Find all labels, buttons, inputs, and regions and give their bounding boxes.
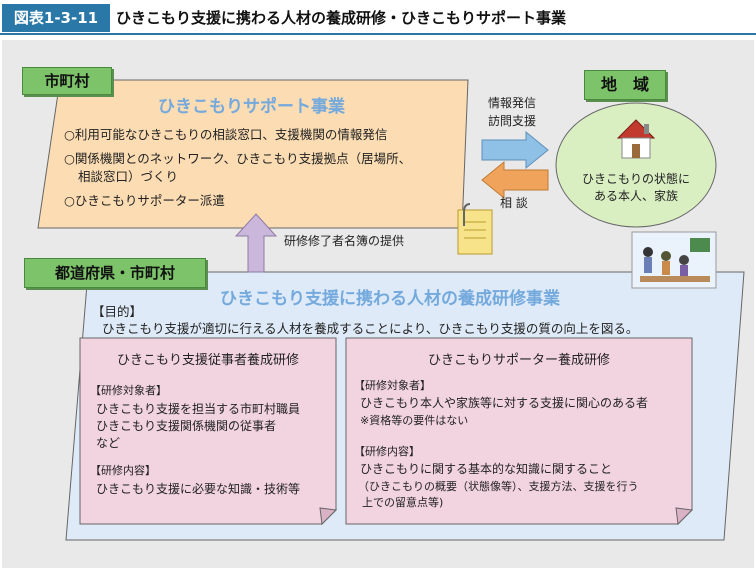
prefecture-tag: 都道府県・市町村 — [24, 258, 206, 288]
label-roster-provision: 研修修了者名簿の提供 — [284, 234, 405, 248]
right-target-heading: 【研修対象者】 — [354, 379, 431, 392]
right-target-1: ひきこもり本人や家族等に対する支援に関心のある者 — [360, 396, 649, 410]
region-tag: 地 域 — [584, 70, 666, 100]
training-class-icon — [631, 231, 717, 289]
left-card-title: ひきこもり支援従事者養成研修 — [116, 353, 299, 368]
support-item-2-cont: 相談窓口）づくり — [78, 169, 179, 184]
purpose-text: ひきこもり支援が適切に行える人材を養成することにより、ひきこもり支援の質の向上を… — [102, 321, 639, 336]
support-item-3: ○ひきこもりサポーター派遣 — [64, 193, 225, 208]
header-rule — [0, 33, 756, 35]
left-target-1: ひきこもり支援を担当する市町村職員 — [96, 402, 301, 416]
arrow-to-region — [481, 130, 549, 170]
right-content-heading: 【研修内容】 — [354, 445, 420, 458]
label-info-dissemination: 情報発信 — [488, 96, 537, 110]
right-target-2: ※資格等の要件はない — [360, 414, 469, 427]
figure-header: 図表1-3-11 ひきこもり支援に携わる人材の養成研修・ひきこもりサポート事業 — [0, 0, 756, 36]
purpose-heading: 【目的】 — [92, 304, 143, 319]
left-content-1: ひきこもり支援に必要な知識・技術等 — [96, 482, 301, 496]
left-target-heading: 【研修対象者】 — [90, 384, 167, 397]
arrow-upward — [234, 213, 278, 273]
left-target-3: など — [96, 436, 121, 450]
right-card-fold — [675, 507, 694, 526]
left-content-heading: 【研修内容】 — [90, 464, 156, 477]
label-home-visit: 訪問支援 — [488, 114, 537, 128]
support-item-1: ○利用可能なひきこもりの相談窓口、支援機関の情報発信 — [64, 127, 388, 142]
arrow-from-region — [481, 160, 549, 200]
right-content-2: （ひきこもりの概要（状態像等）、支援方法、支援を行う — [358, 480, 639, 493]
municipality-tag: 市町村 — [22, 67, 112, 95]
left-card-fold — [319, 507, 338, 526]
region-text-2: ある本人、家族 — [593, 189, 678, 203]
left-target-2: ひきこもり支援関係機関の従事者 — [96, 419, 277, 433]
figure-title: ひきこもり支援に携わる人材の養成研修・ひきこもりサポート事業 — [116, 9, 567, 27]
right-content-3: 上での留意点等) — [362, 496, 444, 509]
training-project-title: ひきこもり支援に携わる人材の養成研修事業 — [220, 289, 560, 309]
figure-number: 図表1-3-11 — [2, 4, 110, 32]
region-circle — [555, 102, 717, 228]
region-text-1: ひきこもりの状態に — [581, 172, 690, 186]
right-content-1: ひきこもりに関する基本的な知識に関すること — [360, 462, 613, 476]
label-consultation: 相 談 — [500, 196, 528, 210]
document-icon — [457, 203, 493, 255]
right-card-title: ひきこもりサポーター養成研修 — [427, 353, 610, 368]
house-icon — [616, 119, 656, 159]
support-item-2: ○関係機関とのネットワーク、ひきこもり支援拠点（居場所、 — [64, 151, 412, 166]
support-project-title: ひきこもりサポート事業 — [158, 97, 345, 117]
